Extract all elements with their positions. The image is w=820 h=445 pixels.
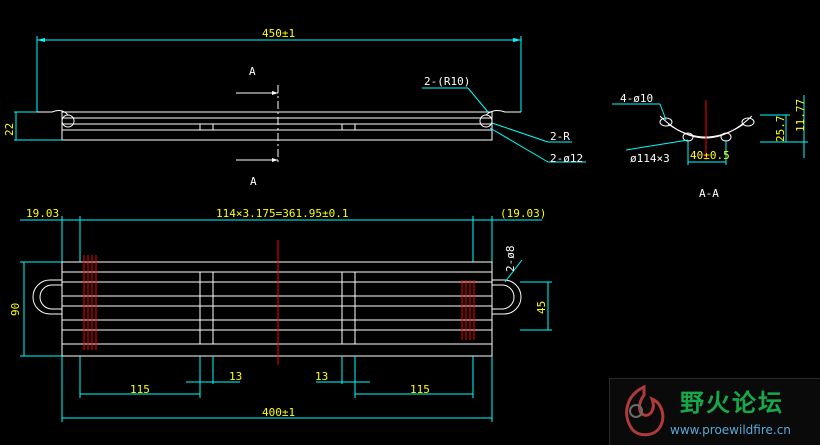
section-mark-top: A (249, 65, 256, 78)
dim-left-offset: 19.03 (26, 207, 60, 220)
dim-45: 45 (535, 300, 548, 314)
watermark-logo: 野火论坛 www.proewildfire.cn (609, 378, 820, 445)
corner-radius-note: 2-(R10) (424, 75, 471, 88)
dim-overall-400: 400±1 (262, 406, 296, 419)
top-view (20, 216, 552, 422)
hole-note: 4-ø10 (620, 92, 654, 105)
section-title: A-A (699, 187, 719, 200)
diameter-8-note: 2-ø8 (504, 245, 517, 273)
dim-115-right: 115 (410, 383, 430, 396)
dim-overall-length: 450±1 (262, 27, 296, 40)
dim-115-left: 115 (130, 383, 150, 396)
flame-logo-icon (625, 384, 665, 437)
dim-right-offset: (19.03) (500, 207, 547, 220)
dim-height-22: 22 (3, 122, 16, 136)
dim-90: 90 (9, 302, 22, 316)
watermark-url: www.proewildfire.cn (670, 423, 791, 437)
dim-center-span: 114×3.175=361.95±0.1 (216, 207, 349, 220)
pitch-note: ø114×3 (630, 152, 670, 165)
dim-11-77: 11.77 (794, 98, 807, 132)
tube-diameter-note: 2-ø12 (550, 152, 584, 165)
radius-note: 2-R (550, 130, 570, 143)
front-view (14, 36, 586, 165)
watermark-title: 野火论坛 (680, 389, 784, 417)
dim-13-left: 13 (229, 370, 243, 383)
section-mark-bottom: A (250, 175, 257, 188)
dim-spacing-40: 40±0.5 (690, 149, 730, 162)
dim-13-right: 13 (315, 370, 329, 383)
dim-25-7: 25.7 (774, 115, 787, 143)
section-view (612, 95, 808, 165)
